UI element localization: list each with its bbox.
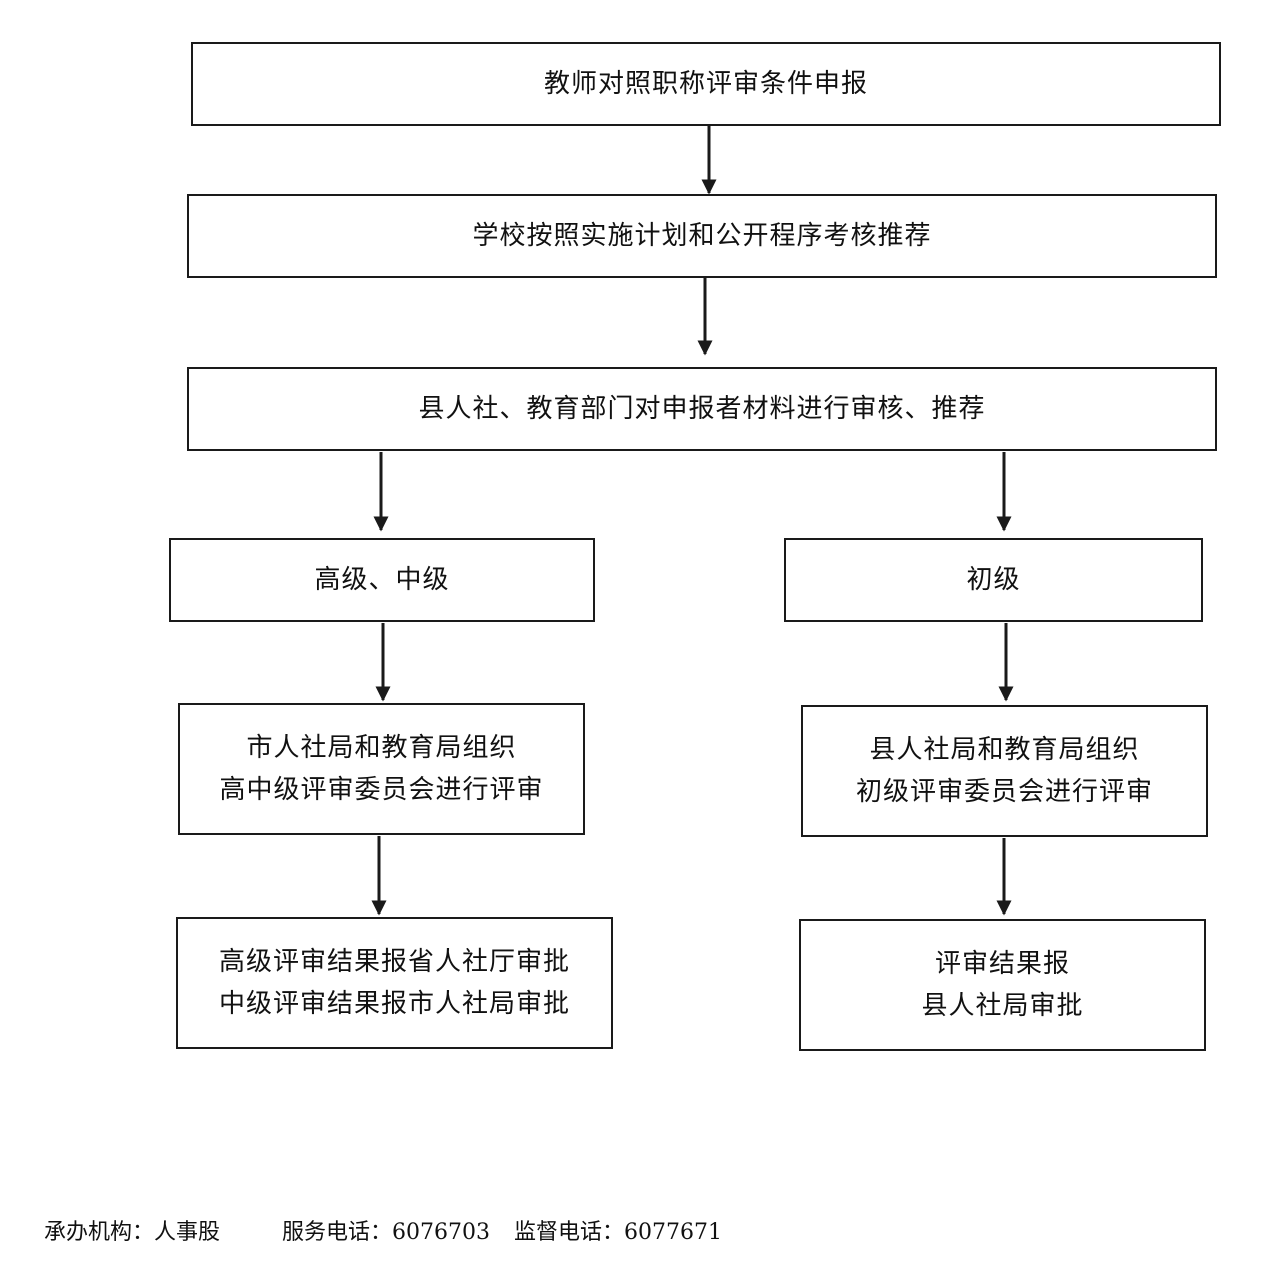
left-level-label: 高级、中级	[314, 565, 450, 595]
left-review-line1: 市人社局和教育局组织	[246, 733, 517, 763]
step3-box: 县人社、教育部门对申报者材料进行审核、推荐	[187, 367, 1217, 451]
left-approval-line2: 中级评审结果报市人社局审批	[218, 989, 570, 1019]
step1-label: 教师对照职称评审条件申报	[543, 69, 868, 99]
step2-label: 学校按照实施计划和公开程序考核推荐	[472, 221, 932, 251]
right-review-box: 县人社局和教育局组织 初级评审委员会进行评审	[801, 705, 1208, 837]
left-review-line2: 高中级评审委员会进行评审	[219, 775, 544, 805]
right-approval-line1: 评审结果报	[934, 949, 1070, 979]
step3-label: 县人社、教育部门对申报者材料进行审核、推荐	[418, 394, 986, 424]
left-level-box: 高级、中级	[169, 538, 595, 622]
right-approval-line2: 县人社局审批	[921, 991, 1084, 1021]
step1-box: 教师对照职称评审条件申报	[191, 42, 1221, 126]
right-approval-box: 评审结果报 县人社局审批	[799, 919, 1206, 1051]
right-review-line2: 初级评审委员会进行评审	[855, 777, 1153, 807]
footer-supervision-phone: 监督电话：6077671	[514, 1220, 722, 1245]
right-level-label: 初级	[966, 565, 1021, 595]
footer-agency: 承办机构：人事股	[44, 1220, 221, 1245]
left-approval-box: 高级评审结果报省人社厅审批 中级评审结果报市人社局审批	[176, 917, 613, 1049]
footer: 承办机构：人事股 服务电话：6076703 监督电话：6077671	[44, 1214, 722, 1246]
footer-service-phone: 服务电话：6076703	[282, 1220, 490, 1245]
right-level-box: 初级	[784, 538, 1203, 622]
step2-box: 学校按照实施计划和公开程序考核推荐	[187, 194, 1217, 278]
left-review-box: 市人社局和教育局组织 高中级评审委员会进行评审	[178, 703, 585, 835]
right-review-line1: 县人社局和教育局组织	[869, 735, 1140, 765]
left-approval-line1: 高级评审结果报省人社厅审批	[218, 947, 570, 977]
